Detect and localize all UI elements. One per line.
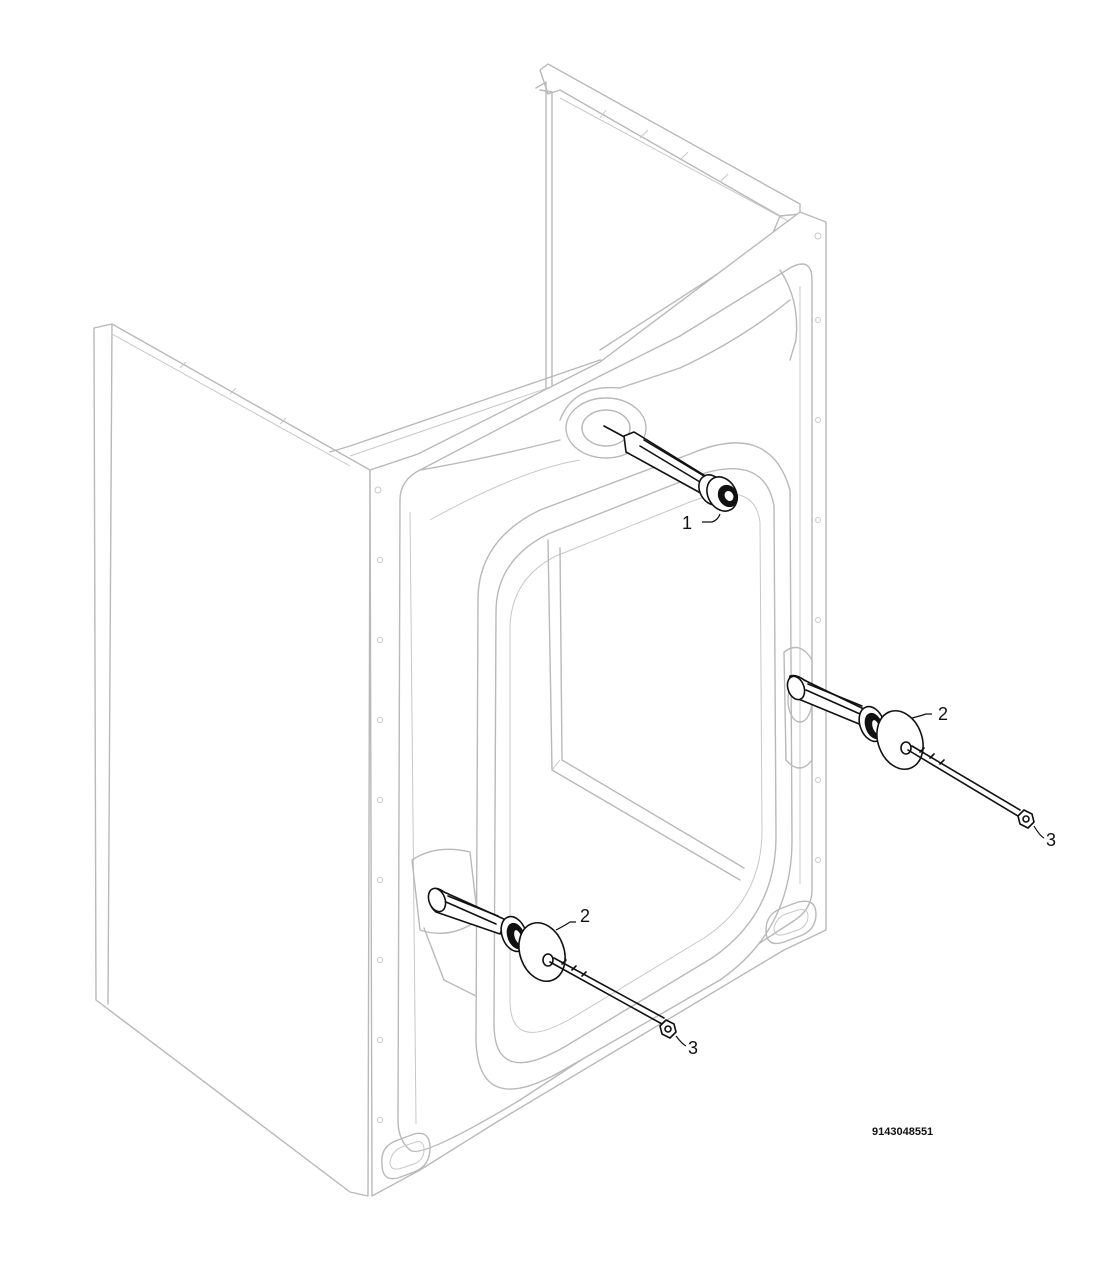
door-opening-inner	[493, 468, 777, 1064]
callout-1-label: 1	[682, 513, 692, 533]
shock-absorber-left	[427, 887, 528, 953]
callout-1: 1	[682, 513, 721, 533]
callout-3-right: 3	[1033, 825, 1056, 850]
cabinet-top-frame	[539, 63, 801, 217]
cabinet-ghost	[93, 63, 827, 1197]
foot-slot-left	[381, 1132, 431, 1180]
callout-3-right-label: 3	[1046, 830, 1056, 850]
cabinet-left-side-panel	[93, 323, 371, 1197]
callout-3-left-label: 3	[688, 1038, 698, 1058]
drawing-number: 9143048551	[872, 1126, 933, 1138]
callout-2-left-label: 2	[580, 906, 590, 926]
callout-2-right-label: 2	[938, 704, 948, 724]
bolt-right	[907, 745, 1021, 817]
washer-left	[518, 922, 566, 982]
washer-right	[876, 710, 924, 770]
callout-2-left: 2	[555, 906, 590, 931]
cabinet-front-inner-frame	[397, 263, 813, 1153]
nut-left	[659, 1019, 677, 1039]
shock-absorber-top	[603, 425, 739, 512]
foot-slot-right	[765, 900, 817, 945]
callout-3-left: 3	[675, 1035, 698, 1058]
callout-2-right: 2	[911, 704, 948, 724]
door-opening-outer	[475, 442, 793, 1090]
nut-right	[1017, 809, 1035, 829]
bolt-left	[549, 957, 665, 1025]
